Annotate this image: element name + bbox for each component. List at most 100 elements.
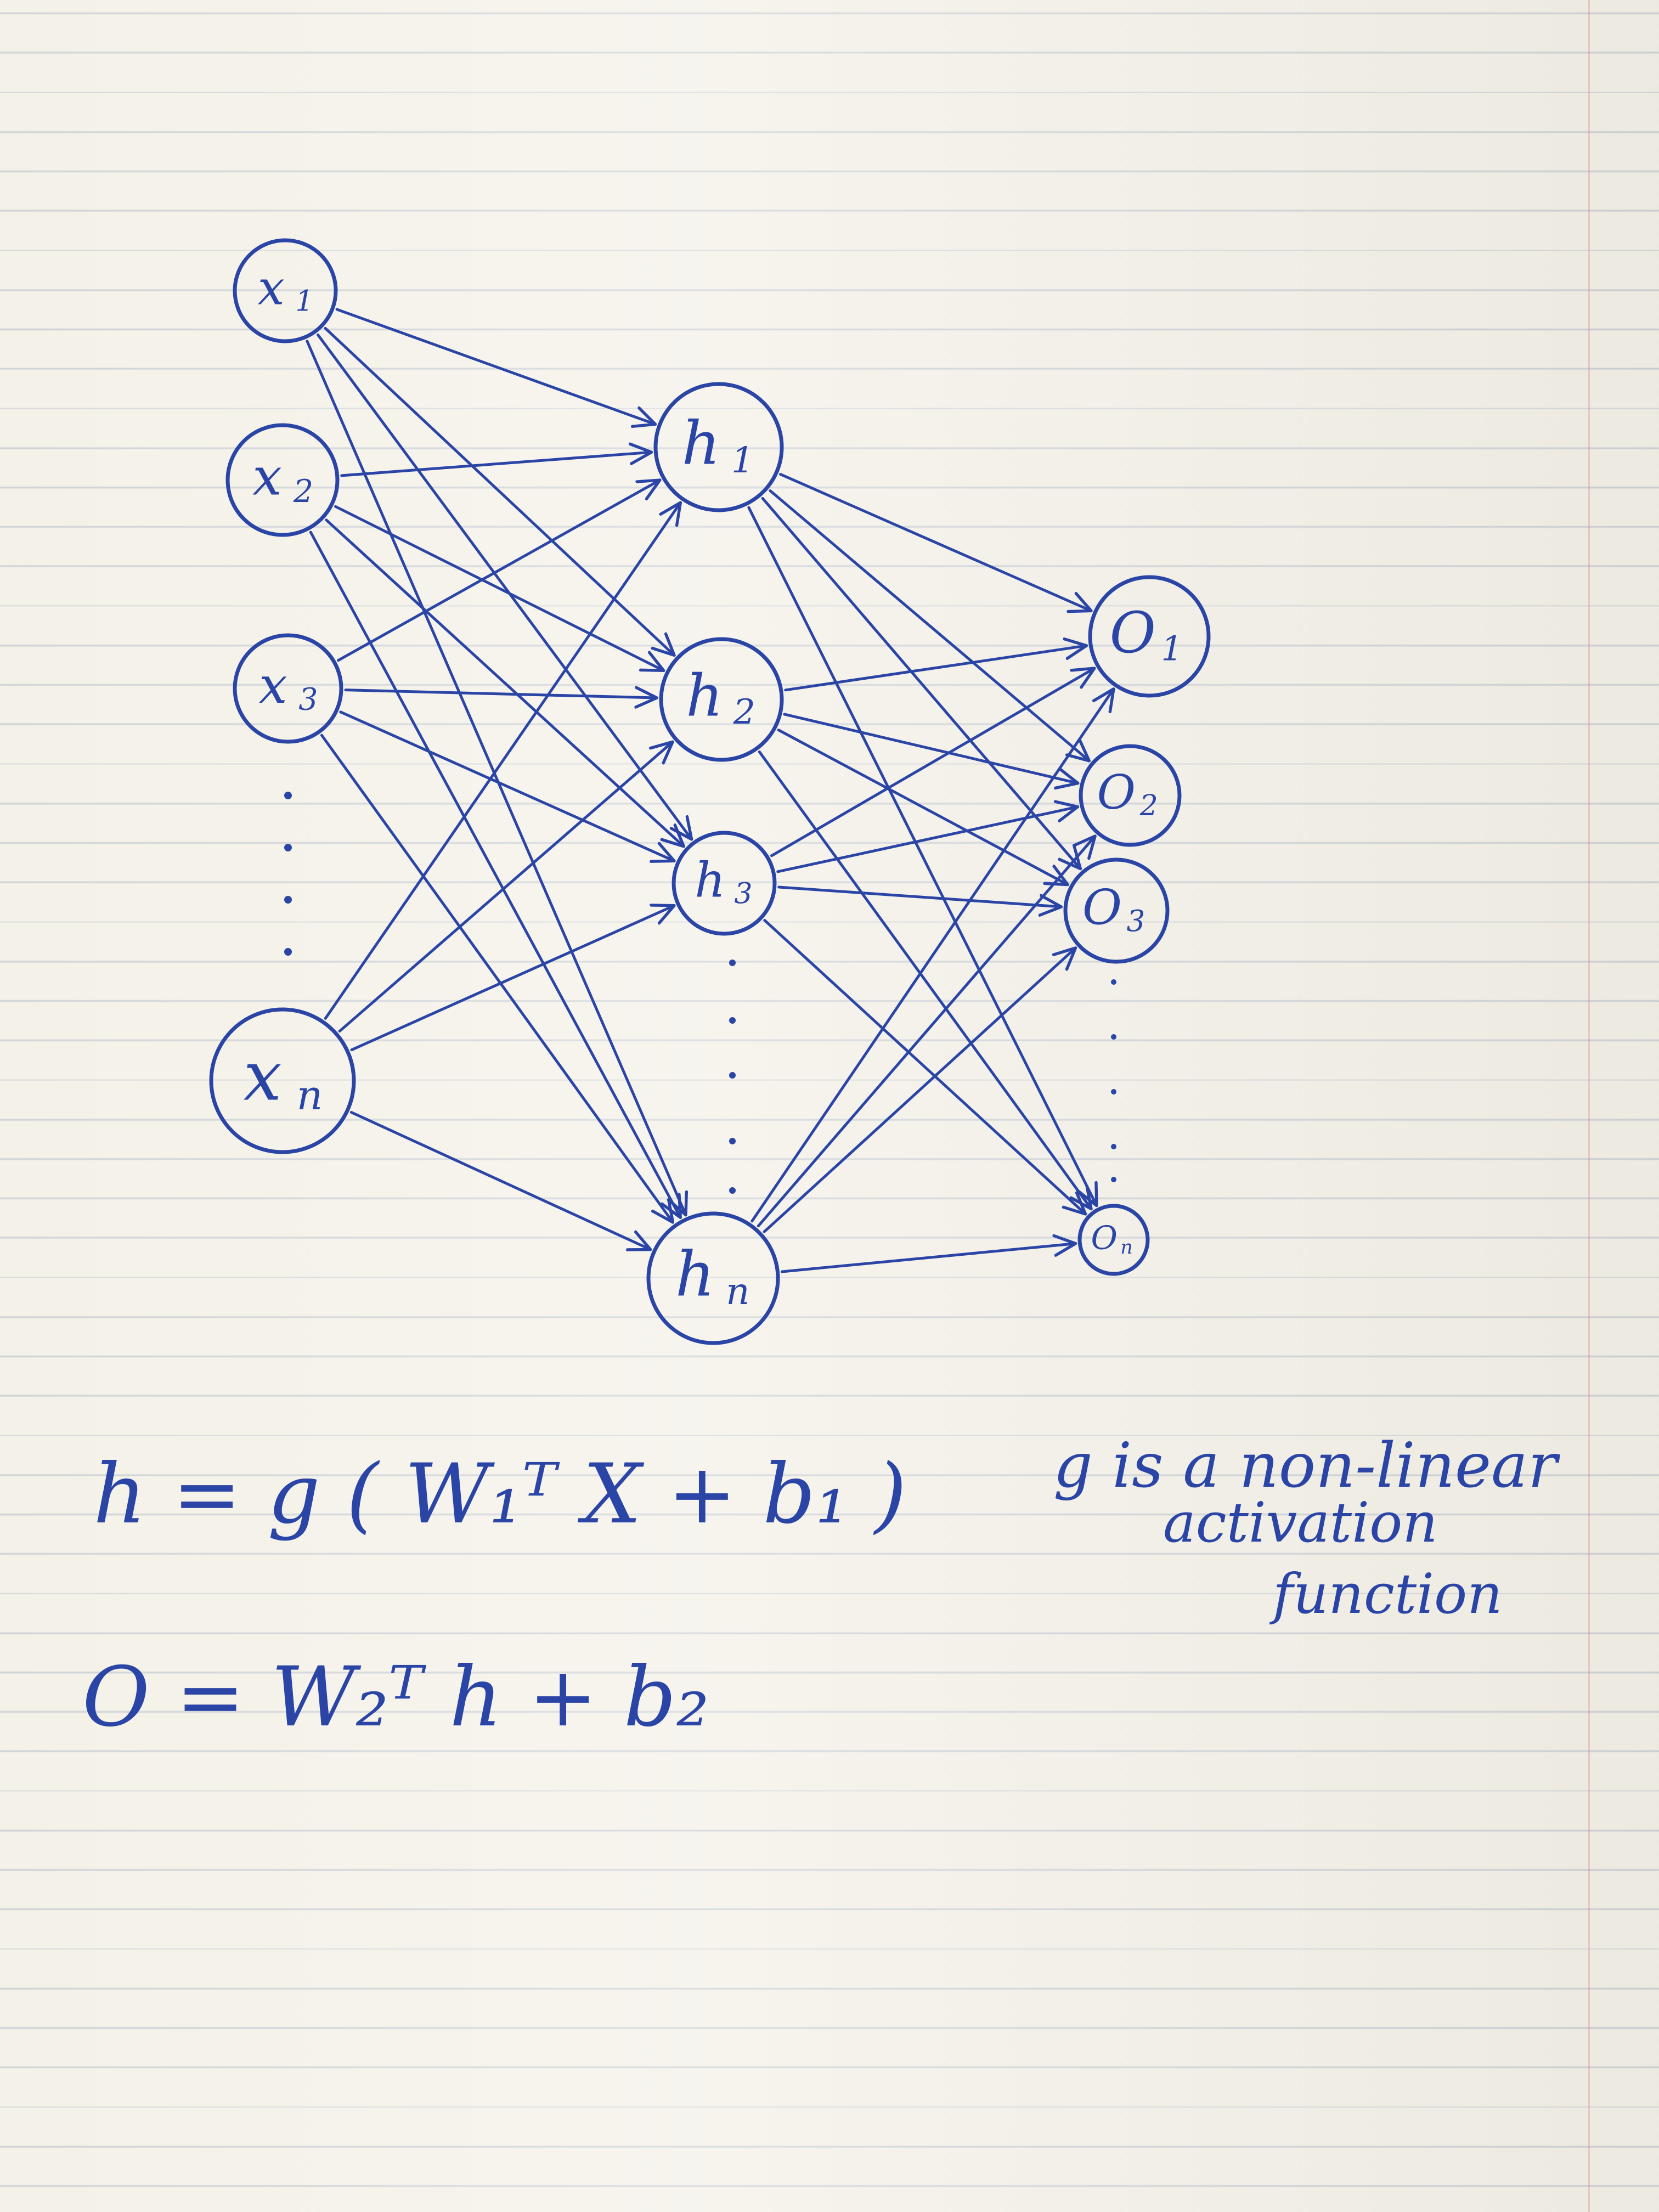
input-node-subscript: 3 <box>298 682 318 717</box>
margin-line <box>1588 0 1590 2212</box>
edge-x1-h3 <box>317 333 691 838</box>
hidden-node-circle <box>659 637 784 762</box>
activation-note: g is a non-linear activation function <box>1053 1430 1561 1626</box>
output-node-label: O <box>1097 765 1136 820</box>
input-ellipsis-dot <box>284 948 292 956</box>
input-ellipsis-dot <box>284 844 292 851</box>
edge-x1-h1 <box>335 308 654 424</box>
edge-x3-h1 <box>337 481 659 662</box>
edge-x3-hn <box>320 733 672 1221</box>
edge-h1-o1 <box>779 472 1090 610</box>
input-node-label: x <box>244 1037 282 1116</box>
output-node-subscript: n <box>1120 1237 1133 1259</box>
edge-h2-on <box>758 750 1090 1207</box>
edge-hn-o1 <box>751 690 1113 1223</box>
note-line-2: activation <box>1163 1491 1438 1555</box>
edge-x2-h3 <box>325 518 683 845</box>
hidden-node-circle <box>646 1211 780 1345</box>
edge-x3-h3 <box>339 710 673 861</box>
output-ellipsis-dot <box>1111 1177 1116 1182</box>
edge-h3-o1 <box>770 669 1093 857</box>
input-ellipsis-dot <box>284 792 292 799</box>
edge-h1-on <box>747 506 1096 1204</box>
output-node-circle <box>1079 744 1182 847</box>
note-line-3: function <box>1269 1562 1503 1626</box>
edge-h3-o3 <box>777 885 1060 907</box>
hidden-node-subscript: 1 <box>731 440 754 481</box>
hidden-ellipsis-dot <box>729 1017 736 1024</box>
hidden-layer-equation: h = g ( W₁ᵀ X + b₁ ) <box>93 1447 907 1542</box>
input-node-circle <box>233 633 343 744</box>
edge-h2-o1 <box>784 646 1086 692</box>
output-node-circle <box>1077 1204 1150 1276</box>
hidden-node-circle <box>672 831 777 936</box>
output-node-label: O <box>1082 879 1122 936</box>
edge-xn-h3 <box>350 906 673 1052</box>
edge-h1-o3 <box>761 496 1080 867</box>
connection-arrows <box>306 308 1113 1273</box>
input-node-subscript: 1 <box>295 285 313 318</box>
output-ellipsis-dot <box>1111 1144 1116 1149</box>
output-ellipsis-dot <box>1111 1089 1116 1094</box>
output-ellipsis-dot <box>1111 979 1116 985</box>
edge-h3-on <box>763 919 1085 1214</box>
edge-x2-h2 <box>334 505 663 670</box>
hidden-ellipsis-dot <box>729 1187 736 1194</box>
edge-x2-hn <box>309 531 680 1216</box>
output-node-subscript: 3 <box>1126 905 1145 938</box>
edge-x2-h1 <box>340 452 651 477</box>
output-node-label: O <box>1110 600 1156 666</box>
output-node-circle <box>1088 575 1211 698</box>
input-node-label: x <box>252 447 282 507</box>
hidden-node-label: h <box>695 852 725 908</box>
edge-hn-o2 <box>757 837 1094 1228</box>
input-node-circle <box>233 238 338 343</box>
edge-x3-h2 <box>344 690 656 698</box>
input-ellipsis-dot <box>284 896 292 904</box>
input-node-label: x <box>259 656 287 715</box>
edge-xn-hn <box>349 1111 649 1249</box>
hidden-node-subscript: 2 <box>733 692 755 732</box>
edge-x1-hn <box>306 340 685 1214</box>
hidden-node-label: h <box>686 662 723 729</box>
hidden-node-label: h <box>675 1239 715 1310</box>
output-node-subscript: 2 <box>1139 789 1158 822</box>
output-layer-equation: O = W₂ᵀ h + b₂ <box>82 1650 709 1745</box>
hidden-ellipsis-dot <box>729 1072 736 1079</box>
input-node-circle <box>225 423 340 537</box>
edge-hn-o3 <box>763 949 1075 1233</box>
hidden-node-subscript: 3 <box>734 878 752 911</box>
edge-x1-h2 <box>324 326 673 654</box>
edge-h2-o3 <box>777 729 1066 884</box>
edge-h1-o2 <box>769 489 1088 760</box>
hidden-ellipsis-dot <box>729 960 736 966</box>
output-node-label: O <box>1091 1219 1117 1257</box>
edge-xn-h1 <box>324 504 680 1020</box>
hidden-node-circle <box>653 382 784 512</box>
ellipsis-dots <box>284 792 1116 1194</box>
edge-xn-h2 <box>338 743 672 1032</box>
edge-hn-on <box>780 1244 1074 1273</box>
output-node-circle <box>1063 857 1170 964</box>
hidden-ellipsis-dot <box>729 1138 736 1144</box>
input-node-subscript: 2 <box>293 473 313 510</box>
input-node-circle <box>209 1007 356 1154</box>
input-node-subscript: n <box>297 1072 323 1119</box>
equations: h = g ( W₁ᵀ X + b₁ ) O = W₂ᵀ h + b₂ <box>82 1447 907 1745</box>
output-node-subscript: 1 <box>1161 628 1182 668</box>
note-line-1: g is a non-linear <box>1053 1430 1561 1502</box>
